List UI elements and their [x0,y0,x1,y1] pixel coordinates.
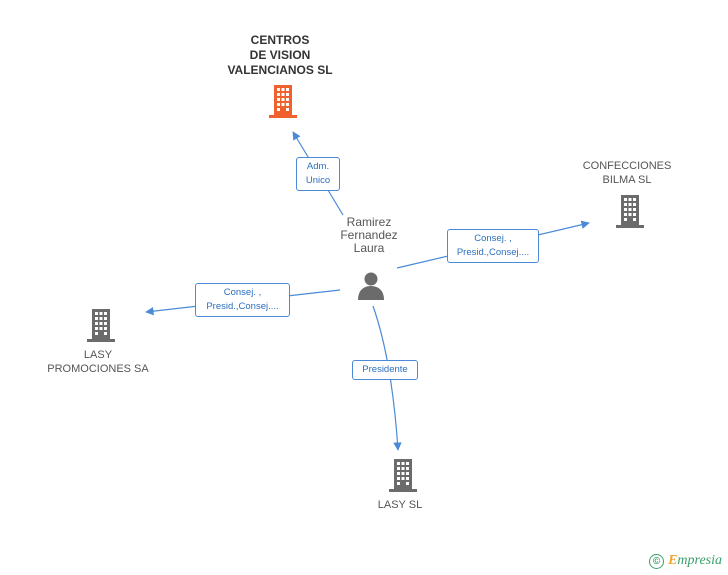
building-icon-lasy-promociones[interactable] [84,308,118,342]
relation-label-presidente[interactable]: Presidente [352,360,418,380]
relation-label-adm-unico[interactable]: Adm. Unico [296,157,340,191]
brand-logo[interactable]: Empresia [668,553,722,568]
company-name-centros-de-vision[interactable]: CENTROS DE VISION VALENCIANOS SL [227,33,333,77]
company-name-lasy-promociones[interactable]: LASY PROMOCIONES SA [47,349,149,375]
company-name-confecciones-bilma[interactable]: CONFECCIONES BILMA SL [582,160,672,186]
building-icon-confecciones[interactable] [613,194,647,228]
footer-brand: © Empresia [649,553,722,569]
building-icon-main[interactable] [266,84,300,118]
copyright-icon: © [649,553,665,569]
company-name-lasy-sl[interactable]: LASY SL [377,499,423,511]
person-icon[interactable] [356,270,386,300]
building-icon-lasy-sl[interactable] [386,458,420,492]
person-name[interactable]: Ramirez Fernandez Laura [340,215,398,255]
relation-label-confecciones[interactable]: Consej. , Presid.,Consej.... [447,229,539,263]
relation-label-lasy-promociones[interactable]: Consej. , Presid.,Consej.... [195,283,290,317]
